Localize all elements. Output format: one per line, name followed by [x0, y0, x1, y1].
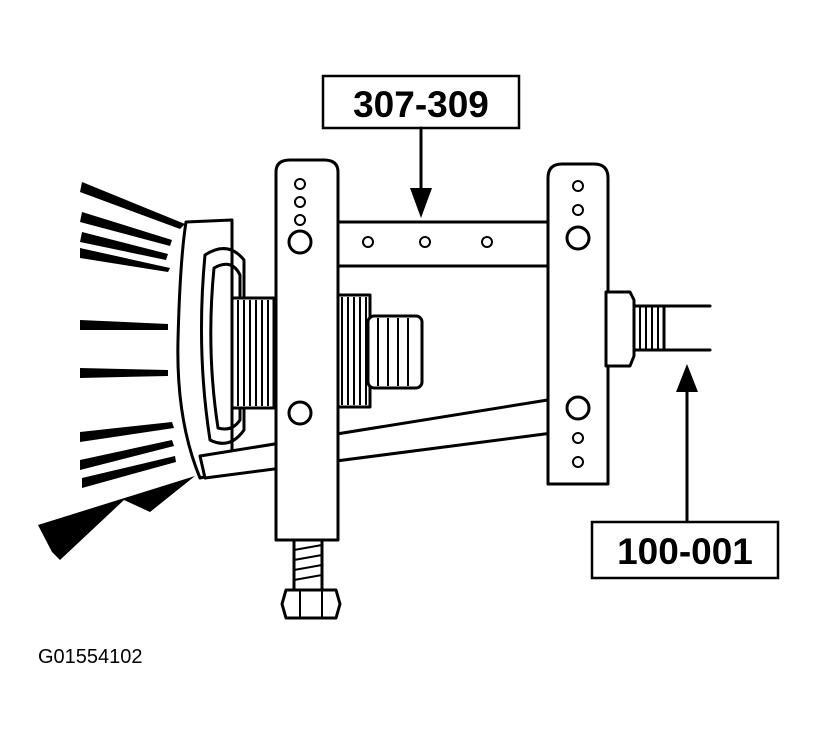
lower-cross-bar — [198, 396, 562, 480]
upper-cross-bar — [298, 220, 564, 268]
callout-100-001-label: 100-001 — [617, 531, 753, 572]
callout-307-309: 307-309 — [321, 74, 521, 218]
impact-lines — [80, 182, 185, 488]
callout-307-309-label: 307-309 — [353, 84, 489, 125]
right-plate — [546, 162, 610, 486]
left-plate — [274, 158, 342, 620]
hub-assembly — [176, 218, 424, 480]
wedge-arrow-icon — [38, 476, 195, 560]
figure-id: G01554102 — [38, 646, 143, 668]
callout-100-001: 100-001 — [590, 364, 780, 580]
adapter-shaft — [604, 290, 712, 368]
